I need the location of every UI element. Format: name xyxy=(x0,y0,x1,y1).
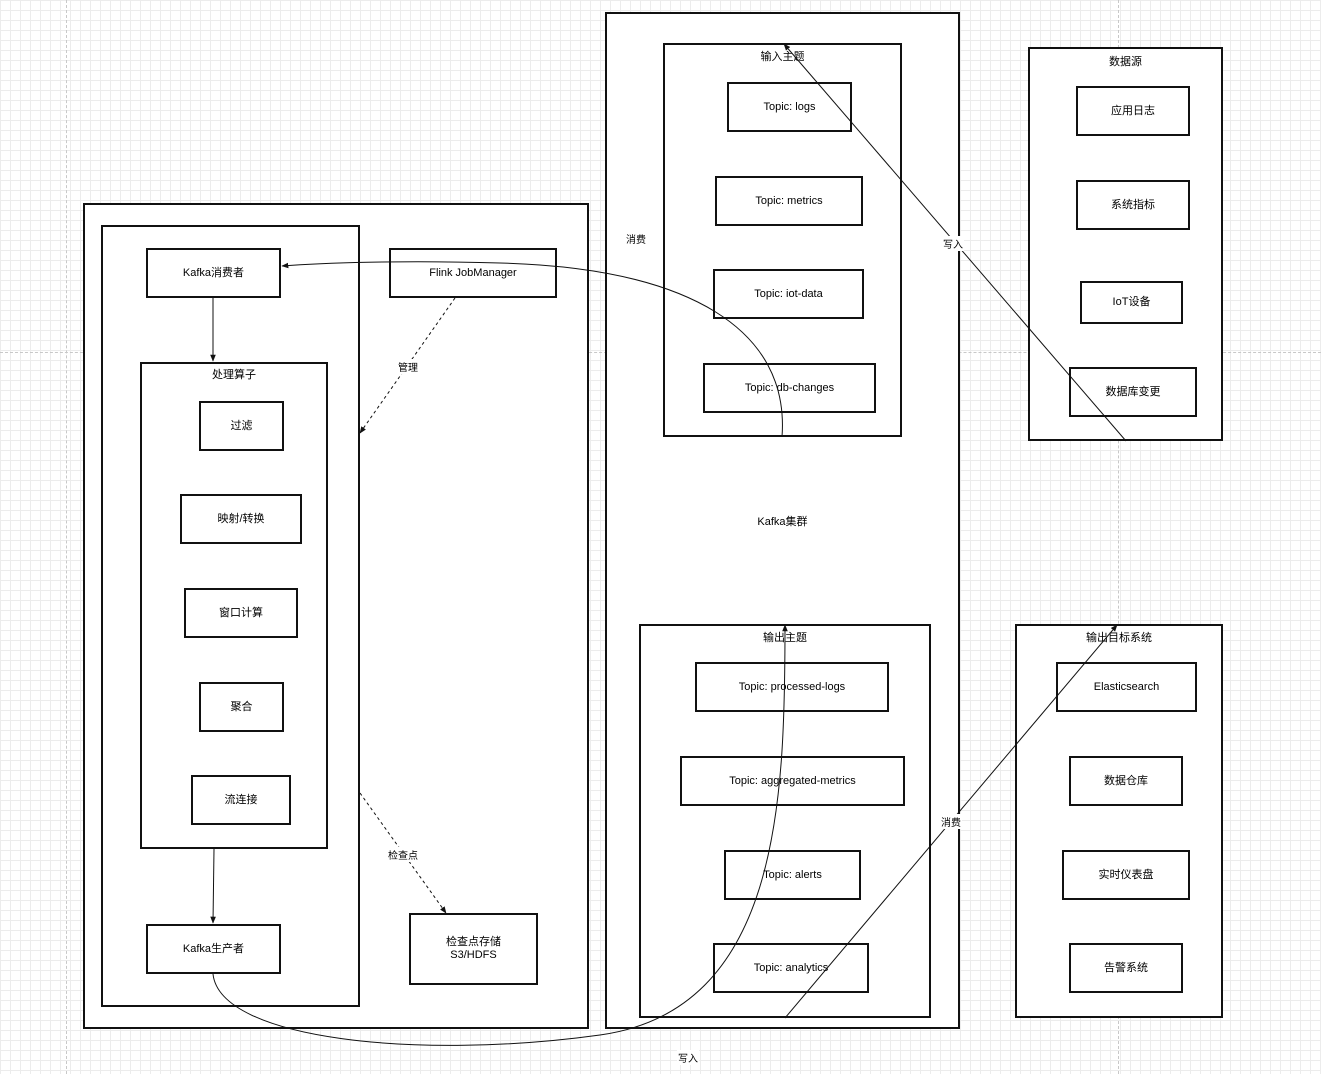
source-iot-device-node[interactable]: IoT设备 xyxy=(1080,281,1183,324)
topic-aggregated-metrics-node[interactable]: Topic: aggregated-metrics xyxy=(680,756,905,806)
data-sources-title: 数据源 xyxy=(1109,56,1142,68)
guide-line-vertical xyxy=(1118,0,1119,1074)
edge-label-consume-right: 消费 xyxy=(940,814,962,829)
operator-stream-join-node[interactable]: 流连接 xyxy=(191,775,291,825)
target-alert-system-node[interactable]: 告警系统 xyxy=(1069,943,1183,993)
edge-label-consume-left: 消费 xyxy=(625,231,647,246)
kafka-consumer-node[interactable]: Kafka消费者 xyxy=(146,248,281,298)
kafka-producer-node[interactable]: Kafka生产者 xyxy=(146,924,281,974)
source-db-changes-node[interactable]: 数据库变更 xyxy=(1069,367,1197,417)
operators-group-title: 处理算子 xyxy=(212,369,256,381)
topic-metrics-node[interactable]: Topic: metrics xyxy=(715,176,863,226)
topic-logs-node[interactable]: Topic: logs xyxy=(727,82,852,132)
target-realtime-dashboard-node[interactable]: 实时仪表盘 xyxy=(1062,850,1190,900)
topic-processed-logs-node[interactable]: Topic: processed-logs xyxy=(695,662,889,712)
checkpoint-storage-node[interactable]: 检查点存储 S3/HDFS xyxy=(409,913,538,985)
flink-jobmanager-node[interactable]: Flink JobManager xyxy=(389,248,557,298)
input-topics-title: 输入主题 xyxy=(760,51,805,63)
operator-map-transform-node[interactable]: 映射/转换 xyxy=(180,494,302,544)
target-elasticsearch-node[interactable]: Elasticsearch xyxy=(1056,662,1197,712)
target-data-warehouse-node[interactable]: 数据仓库 xyxy=(1069,756,1183,806)
topic-analytics-node[interactable]: Topic: analytics xyxy=(713,943,869,993)
edge-label-manage: 管理 xyxy=(397,359,419,374)
output-topics-title: 输出主题 xyxy=(763,632,807,644)
topic-alerts-node[interactable]: Topic: alerts xyxy=(724,850,861,900)
kafka-cluster-label: Kafka集群 xyxy=(757,516,808,528)
source-system-metrics-node[interactable]: 系统指标 xyxy=(1076,180,1190,230)
edge-label-checkpoint: 检查点 xyxy=(387,847,419,862)
source-app-logs-node[interactable]: 应用日志 xyxy=(1076,86,1190,136)
edge-label-write-right: 写入 xyxy=(942,236,964,251)
output-targets-title: 输出目标系统 xyxy=(1086,632,1152,644)
operator-aggregate-node[interactable]: 聚合 xyxy=(199,682,284,732)
operator-filter-node[interactable]: 过滤 xyxy=(199,401,284,451)
guide-line-vertical xyxy=(66,0,67,1074)
topic-iot-data-node[interactable]: Topic: iot-data xyxy=(713,269,864,319)
topic-db-changes-node[interactable]: Topic: db-changes xyxy=(703,363,876,413)
edge-label-write-bottom: 写入 xyxy=(677,1050,699,1065)
operator-window-node[interactable]: 窗口计算 xyxy=(184,588,298,638)
